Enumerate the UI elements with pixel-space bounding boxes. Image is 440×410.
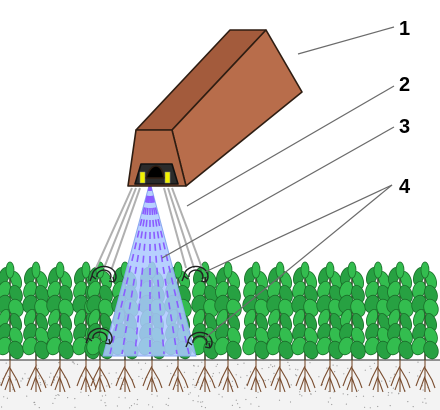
plant (266, 261, 294, 360)
plant-root (218, 360, 239, 393)
leader-line-2 (186, 85, 395, 207)
air-vortices (85, 265, 213, 349)
plant-root (0, 360, 21, 393)
plant-rows (0, 261, 439, 360)
plant (386, 261, 414, 360)
plant-root (415, 360, 436, 393)
leader-lines (161, 26, 395, 339)
plant-root (390, 360, 411, 393)
plant (46, 261, 74, 360)
leader-line-4a (204, 184, 393, 273)
leader-line-3 (161, 126, 395, 259)
plant-root (270, 360, 291, 393)
plant-root (50, 360, 71, 393)
plant-root (320, 360, 341, 393)
soil (0, 360, 440, 410)
nozzle-light-left (139, 171, 146, 184)
leader-line-1 (297, 26, 395, 55)
plant-root (76, 360, 97, 393)
plant (411, 261, 439, 360)
plant-root (295, 360, 316, 393)
plant (291, 261, 319, 360)
plant-root (115, 360, 136, 393)
plant-root (342, 360, 363, 393)
vortex (181, 265, 209, 283)
callout-4: 4 (399, 176, 411, 198)
vortex (185, 331, 213, 349)
plant-root (90, 360, 111, 393)
roots (0, 360, 436, 393)
plant (0, 261, 24, 360)
plant-root (142, 360, 163, 393)
plant-root (246, 360, 267, 393)
plant-root (368, 360, 389, 393)
callout-3: 3 (399, 116, 410, 138)
vortex (85, 327, 113, 345)
spray-cone (102, 180, 197, 357)
callout-2: 2 (399, 74, 410, 96)
plant (364, 261, 392, 360)
plant (242, 261, 270, 360)
plant (338, 261, 366, 360)
plant-root (195, 360, 216, 393)
sprayer-housing (127, 29, 303, 187)
plant-root (168, 360, 189, 393)
nozzle-light-right (164, 171, 171, 184)
nozzle-tip (145, 165, 165, 179)
plant (22, 261, 50, 360)
plant-root (26, 360, 47, 393)
callout-1: 1 (399, 18, 410, 40)
leader-line-4b (204, 184, 393, 339)
vortex (89, 265, 117, 283)
plant (214, 261, 242, 360)
air-streams (95, 187, 203, 269)
